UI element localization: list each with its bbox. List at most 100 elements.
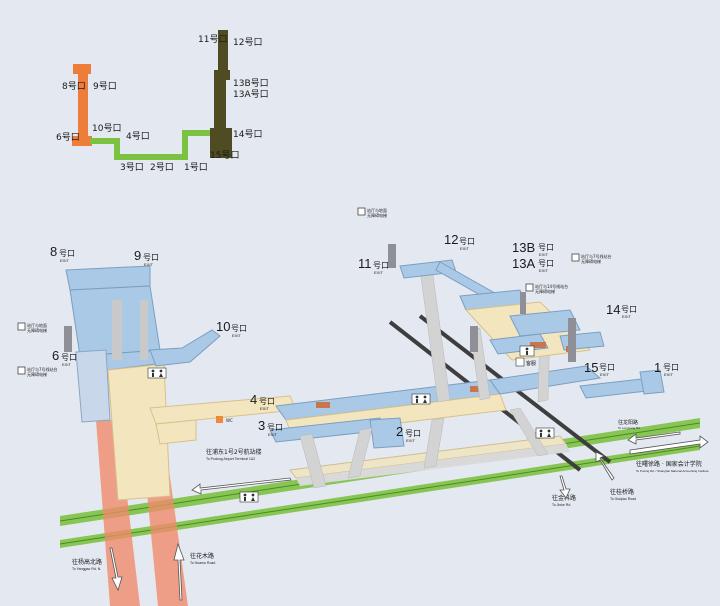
exit-15-number: 15 (584, 360, 598, 375)
direction-yanggao: 往杨高北路 To Yanggao Rd. N. (72, 547, 123, 592)
service-center-icon: 客服 (515, 357, 536, 367)
exit-9-en: EXIT (144, 262, 153, 267)
direction-pudong-en: To Pudong Airport Terminal 1&2 (206, 457, 255, 461)
direction-longyang-en: To Longyang Rd. (618, 426, 641, 430)
direction-pudong-airport: 往浦东1号2号航站楼 To Pudong Airport Terminal 1&… (191, 448, 292, 495)
exit-schematic: 8号口 9号口 6号口 10号口 4号口 3号口 2号口 1号口 11号口 12… (56, 30, 269, 173)
exit-2-number: 2 (396, 424, 403, 439)
exit-14-label: 14 号口 EXIT (606, 302, 637, 319)
toilet-icon (239, 491, 259, 503)
direction-jinke: 往金科路 To Jinke Rd. (552, 475, 576, 507)
elevator-note-4-line2: 无障碍电梯 (581, 258, 601, 264)
exit-12-suffix: 号口 (459, 237, 475, 246)
exit-10-number: 10 (216, 319, 230, 334)
arrow-right-icon (629, 435, 709, 455)
elevator-note-5-line1: 站厅与14号线站台 (535, 283, 568, 289)
toilet-icon (411, 393, 431, 405)
direction-pudong-cn: 往浦东1号2号航站楼 (206, 448, 262, 456)
elevator-icon (17, 366, 26, 375)
service-center-label: 客服 (526, 360, 536, 367)
arrow-left-icon (627, 431, 681, 445)
schematic-exit-6: 6号口 (56, 132, 80, 143)
schematic-exit-1: 1号口 (184, 162, 208, 173)
direction-guiqiao-en: To Guiqiao Road (610, 497, 636, 501)
exit-11-en: EXIT (374, 270, 383, 275)
exit-1-en: EXIT (664, 372, 673, 377)
exit-2-label: 2 号口 EXIT (396, 424, 421, 443)
toilet-icon (519, 345, 535, 357)
toilet-icon (147, 367, 167, 379)
exit-11-number: 11 (358, 256, 372, 271)
schematic-exit-2: 2号口 (150, 162, 174, 173)
arrow-down-icon (559, 475, 571, 499)
exit-6-en: EXIT (62, 362, 71, 367)
exit-8-suffix: 号口 (59, 249, 75, 258)
exit-1-suffix: 号口 (663, 363, 679, 372)
elevator-note-2-line2: 无障碍电梯 (27, 371, 47, 377)
direction-longyang: 往龙阳路 To Longyang Rd. (618, 419, 681, 445)
elevator-icon (525, 283, 534, 292)
transfer-passage (149, 395, 297, 445)
direction-jinke-cn: 往金科路 (552, 494, 576, 502)
exit-12-number: 12 (444, 232, 458, 247)
line7-concourse (65, 265, 221, 501)
schematic-exit-9: 9号口 (93, 81, 117, 92)
schematic-exit-10: 10号口 (92, 123, 121, 134)
arrow-down-icon (109, 547, 123, 592)
exit-13a-number: 13A (512, 256, 535, 271)
exit-13b-number: 13B (512, 240, 535, 255)
elevator-note-3: 站厅与地面 无障碍电梯 (357, 207, 387, 218)
exit-6-number: 6 (52, 348, 59, 363)
direction-puxing-cn: 往曙徐路 · 国家会计学院 (636, 460, 702, 468)
elevator-note-5-line2: 无障碍电梯 (535, 288, 555, 294)
exit-1-label: 1 号口 EXIT (654, 360, 679, 377)
arrow-up-icon (173, 542, 185, 601)
ticket-office-icon: WC (216, 416, 233, 423)
exit-10-en: EXIT (232, 333, 241, 338)
direction-guiqiao-cn: 往桂桥路 (610, 488, 634, 496)
schematic-exit-15: 15号口 (210, 150, 239, 161)
elevator-note-3-line1: 站厅与地面 (367, 207, 387, 213)
elevator-note-4: 站厅与7号线站台 无障碍电梯 (571, 253, 612, 264)
arrow-up-left-icon (595, 451, 615, 481)
exit-9-label: 9 号口 EXIT (134, 248, 159, 267)
direction-jinke-en: To Jinke Rd. (552, 503, 571, 507)
exit-13b-suffix: 号口 (538, 243, 554, 252)
schematic-orange-line (72, 64, 92, 146)
elevator-icon (17, 322, 26, 331)
exit-13a-suffix: 号口 (538, 259, 554, 268)
exit-12-en: EXIT (460, 246, 469, 251)
exit-4-suffix: 号口 (259, 397, 275, 406)
exit-2-suffix: 号口 (405, 429, 421, 438)
schematic-exit-12: 12号口 (233, 37, 262, 48)
exit-11-suffix: 号口 (373, 261, 389, 270)
direction-yanggao-en: To Yanggao Rd. N. (72, 567, 101, 571)
exit-13a-en: EXIT (539, 268, 548, 273)
exit-13b-label: 13B 号口 EXIT (512, 240, 554, 257)
exit-10-label: 10 号口 EXIT (216, 319, 247, 338)
schematic-exit-13b: 13B号口 (233, 78, 269, 89)
exit-4-en: EXIT (260, 406, 269, 411)
schematic-exit-14: 14号口 (233, 129, 262, 140)
schematic-exit-3: 3号口 (120, 162, 144, 173)
exit-3-label: 3 号口 EXIT (258, 418, 283, 437)
exit-3-number: 3 (258, 418, 265, 433)
schematic-exit-13a: 13A号口 (233, 89, 269, 100)
station-3d-map: 8 号口 EXIT 9 号口 EXIT 6 号口 EXIT 10 号口 EXIT… (17, 207, 709, 606)
exit-12-label: 12 号口 EXIT (444, 232, 475, 251)
exit-14-en: EXIT (622, 314, 631, 319)
schematic-exit-4: 4号口 (126, 131, 150, 142)
exit-15-label: 15 号口 EXIT (584, 360, 615, 377)
exit-2-en: EXIT (406, 438, 415, 443)
ticket-office-label: WC (226, 418, 233, 423)
elevator-note-2: 站厅与7号线站台 无障碍电梯 (17, 366, 58, 377)
direction-puxing: 往曙徐路 · 国家会计学院 To Puxing Rd. / Shanghai N… (629, 435, 709, 473)
exit-8-en: EXIT (60, 258, 69, 263)
exit-13b-en: EXIT (539, 252, 548, 257)
exit-11-label: 11 号口 EXIT (358, 256, 389, 275)
elevator-note-1-line1: 站厅与地面 (27, 322, 47, 328)
elevator-note-3-line2: 无障碍电梯 (367, 212, 387, 218)
direction-puxing-en: To Puxing Rd. / Shanghai National Accoun… (636, 469, 709, 473)
exit-4-number: 4 (250, 392, 257, 407)
